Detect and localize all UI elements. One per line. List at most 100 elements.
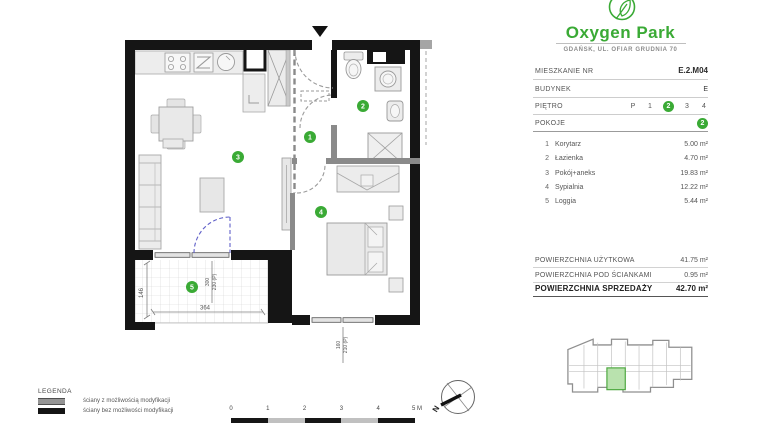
toilet-icon	[343, 51, 364, 79]
loggia-door-swing	[193, 216, 231, 254]
modifiable-walls	[290, 40, 432, 250]
bathroom-door-swing	[299, 94, 334, 129]
room-list-row: 2 Łazienka 4.70 m²	[533, 153, 708, 167]
room-no: 4	[545, 183, 549, 191]
room-no: 2	[545, 155, 549, 163]
area-uzytkowa-label: POWIERZCHNIA UŻYTKOWA	[535, 257, 635, 264]
room-badge-sypialnia: 4	[315, 206, 327, 218]
room-list-row: 3 Pokój+aneks 19.83 m²	[533, 168, 708, 182]
nightstand	[388, 277, 404, 293]
project-address: GDAŃSK, UL. OFIAR GRUDNIA 70	[563, 47, 678, 53]
area-sprzedaz-label: POWIERZCHNIA SPRZEDAŻY	[535, 284, 653, 293]
legend-modifiable-wall-swatch	[38, 398, 65, 405]
mieszkanie-value: E.2.M04	[678, 66, 708, 75]
room-name: Łazienka	[555, 155, 584, 163]
room-list-row: 5 Loggia 5.44 m²	[533, 196, 708, 210]
scale-label-2: 2	[302, 406, 307, 412]
project-title: Oxygen Park	[565, 23, 676, 42]
budynek-label: BUDYNEK	[535, 86, 571, 93]
area-uzytkowa-value: 41.75 m²	[680, 257, 708, 264]
sink-icon	[193, 52, 214, 73]
logo-divider	[556, 43, 686, 44]
legend-fixed-wall-swatch	[38, 408, 65, 414]
room-area: 12.22 m²	[680, 183, 708, 191]
room-no: 3	[545, 169, 549, 177]
pietro-label: PIĘTRO	[535, 103, 563, 110]
entrance-arrow-icon	[312, 26, 328, 37]
floor-option-3[interactable]: 3	[685, 103, 689, 110]
dim-loggia-depth-label: 146	[139, 287, 145, 298]
area-scianki: POWIERZCHNIA POD ŚCIANKAMI 0.95 m²	[533, 268, 708, 283]
field-budynek: BUDYNEK E	[533, 80, 708, 98]
bedroom-window	[310, 315, 375, 325]
svg-text:5: 5	[190, 285, 194, 292]
building-minimap	[567, 338, 693, 393]
legend-title: LEGENDA	[38, 388, 72, 395]
sofa	[138, 154, 162, 250]
loggia-floor	[134, 256, 269, 324]
bed	[326, 222, 388, 276]
mieszkanie-label: MIESZKANIE NR	[535, 68, 594, 75]
dim-loggia-width-label: 364	[200, 306, 211, 312]
area-uzytkowa: POWIERZCHNIA UŻYTKOWA 41.75 m²	[533, 253, 708, 268]
bathroom-sink-icon	[386, 100, 404, 122]
cooktop-icon	[217, 53, 235, 71]
dim-bedroom-window-a: 160	[336, 341, 342, 350]
floor-selector: P 1 2 3 4	[629, 101, 708, 112]
bedroom-wardrobe	[336, 165, 400, 193]
dim-loggia-window-a: 300	[205, 278, 211, 287]
legend-fixed-label: ściany bez możliwości modyfikacji	[83, 408, 174, 414]
room-badge-korytarz: 1	[304, 131, 316, 143]
pokoje-label: POKOJE	[535, 120, 566, 127]
compass: N	[431, 380, 475, 414]
budynek-value: E	[703, 86, 708, 93]
minimap-unit-highlight	[606, 367, 626, 391]
room-list-row: 4 Sypialnia 12.22 m²	[533, 182, 708, 196]
floor-option-4[interactable]: 4	[702, 103, 706, 110]
scale-label-1: 1	[266, 406, 270, 412]
room-badge-lazienka: 2	[357, 100, 369, 112]
room-no: 5	[545, 198, 549, 206]
hall-wardrobe	[267, 49, 291, 107]
compass-north-label: N	[431, 404, 442, 414]
field-pietro: PIĘTRO P 1 2 3 4	[533, 97, 708, 115]
floor-option-p[interactable]: P	[630, 103, 636, 110]
room-area: 4.70 m²	[684, 155, 708, 163]
floor-option-1[interactable]: 1	[648, 103, 652, 110]
kitchen-counter	[134, 50, 244, 75]
side-table	[162, 138, 184, 149]
room-name: Sypialnia	[555, 183, 584, 191]
scale-label-0: 0	[229, 406, 233, 412]
legend-modifiable-label: ściany z możliwością modyfikacji	[83, 398, 171, 404]
coffee-table	[199, 177, 225, 213]
tv-unit	[281, 157, 292, 231]
field-pokoje: POKOJE 2	[533, 114, 708, 132]
room-list-row: 1 Korytarz 5.00 m²	[533, 139, 708, 153]
dimension-loggia-width	[150, 308, 266, 316]
pokoje-value-badge: 2	[697, 118, 708, 129]
area-scianki-label: POWIERZCHNIA POD ŚCIANKAMI	[535, 271, 652, 279]
kitchen-cabinet	[242, 73, 266, 113]
svg-text:4: 4	[319, 210, 323, 217]
niche-dashed	[300, 90, 330, 102]
compass-needle	[440, 393, 462, 407]
room-badge-loggia: 5	[186, 281, 198, 293]
room-no: 1	[545, 141, 549, 148]
room-area: 5.00 m²	[684, 141, 708, 148]
wall-notch	[373, 52, 386, 62]
area-sprzedaz: POWIERZCHNIA SPRZEDAŻY 42.70 m²	[533, 282, 708, 297]
room-name: Pokój+aneks	[555, 169, 596, 177]
scale-label-3: 3	[339, 406, 344, 412]
svg-text:1: 1	[308, 135, 312, 142]
room-name: Korytarz	[555, 141, 582, 148]
room-name: Loggia	[555, 198, 577, 206]
logo-leaf-icon	[608, 0, 636, 21]
dimension-loggia-depth	[143, 260, 151, 320]
room-area: 5.44 m²	[684, 198, 708, 206]
floor-option-2-selected[interactable]: 2	[663, 101, 674, 112]
stove-icon	[164, 52, 191, 73]
nightstand	[388, 205, 404, 221]
svg-text:2: 2	[361, 104, 365, 111]
loggia-windows	[153, 250, 231, 260]
dim-loggia-window-b: 230 (P)	[212, 273, 218, 290]
